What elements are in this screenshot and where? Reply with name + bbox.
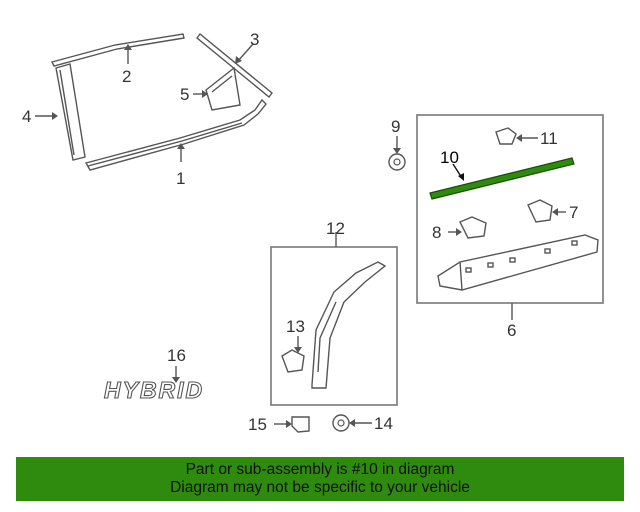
part-5-quarter-trim[interactable] bbox=[205, 66, 241, 111]
callout-6: 6 bbox=[507, 321, 516, 340]
part-3-rear-molding[interactable] bbox=[196, 32, 273, 99]
callout-12: 12 bbox=[326, 219, 345, 238]
callout-10: 10 bbox=[440, 148, 459, 167]
callout-5: 5 bbox=[180, 85, 189, 104]
parts-diagram: 2 3 4 5 1 9 6 11 bbox=[22, 30, 604, 434]
part-7-clip[interactable] bbox=[527, 199, 553, 223]
part-8-clip[interactable] bbox=[459, 216, 487, 239]
callout-15: 15 bbox=[248, 415, 267, 434]
part-13-clip[interactable] bbox=[281, 349, 305, 373]
callout-11: 11 bbox=[540, 129, 558, 148]
callout-14: 14 bbox=[374, 414, 393, 433]
part-11-clip[interactable] bbox=[495, 127, 517, 145]
callout-3: 3 bbox=[250, 30, 259, 49]
emblem-lettering: HYBRID bbox=[104, 377, 204, 403]
part-15-clip[interactable] bbox=[291, 416, 310, 433]
part-1-belt-molding[interactable] bbox=[84, 98, 267, 171]
part-2-roof-molding[interactable] bbox=[50, 33, 185, 67]
part-10-molding-highlighted[interactable] bbox=[429, 157, 575, 200]
callout-7: 7 bbox=[569, 203, 578, 222]
part-14-clip[interactable] bbox=[332, 414, 350, 432]
banner-line-2: Diagram may not be specific to your vehi… bbox=[170, 479, 470, 496]
assembly-6-box bbox=[416, 114, 604, 304]
callout-4: 4 bbox=[22, 107, 31, 126]
part-12-wheel-arch-molding[interactable] bbox=[311, 261, 387, 389]
callout-1: 1 bbox=[176, 169, 185, 188]
part-9-clip[interactable] bbox=[388, 153, 406, 171]
part-6-rocker-panel[interactable] bbox=[437, 234, 599, 291]
assembly-12-box bbox=[270, 246, 398, 406]
callout-13: 13 bbox=[286, 317, 305, 336]
callout-16: 16 bbox=[167, 346, 186, 365]
info-banner: Part or sub-assembly is #10 in diagram D… bbox=[16, 457, 624, 501]
part-16-hybrid-emblem[interactable]: HYBRID bbox=[103, 376, 204, 403]
banner-line-1: Part or sub-assembly is #10 in diagram bbox=[185, 461, 455, 478]
callout-2: 2 bbox=[122, 67, 131, 86]
callout-8: 8 bbox=[432, 223, 441, 242]
callout-9: 9 bbox=[391, 117, 400, 136]
part-4-pillar-garnish[interactable] bbox=[55, 63, 86, 161]
